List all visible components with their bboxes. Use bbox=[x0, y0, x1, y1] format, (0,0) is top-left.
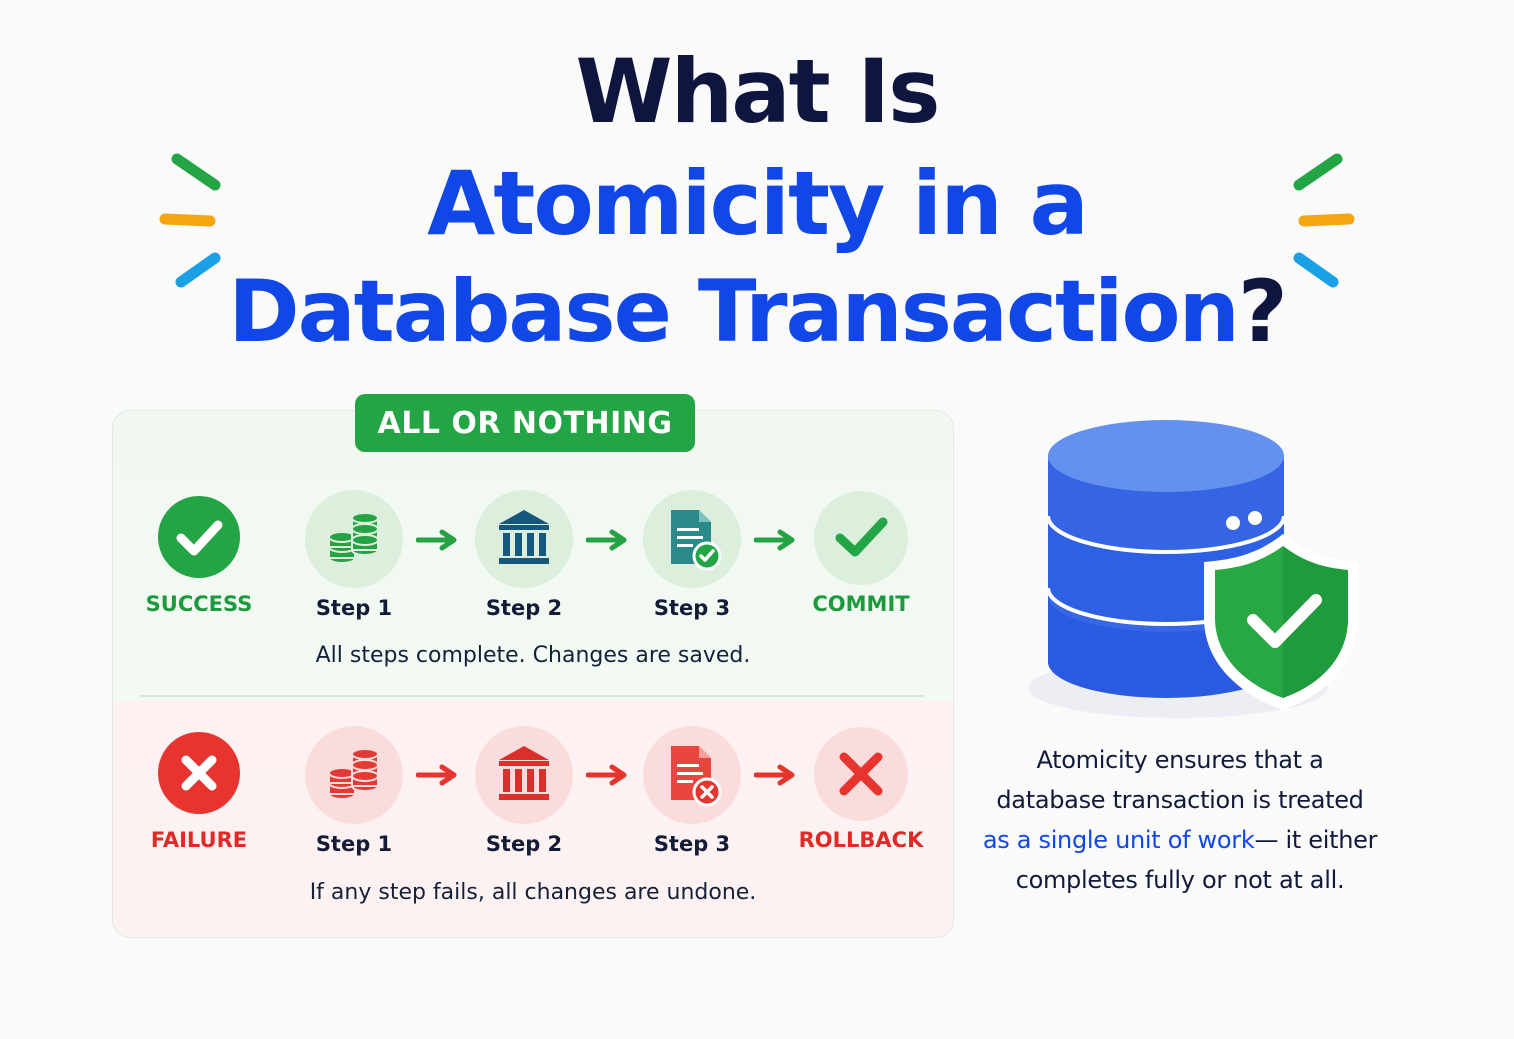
success-check-icon bbox=[158, 496, 240, 578]
all-or-nothing-badge: ALL OR NOTHING bbox=[355, 394, 695, 452]
rollback-label: ROLLBACK bbox=[798, 828, 924, 852]
description-part-1: Atomicity ensures that a database transa… bbox=[996, 746, 1364, 814]
title-question-mark: ? bbox=[1237, 262, 1288, 362]
failure-step2-label: Step 2 bbox=[485, 832, 563, 856]
database-shield-icon bbox=[1028, 420, 1358, 718]
success-arrow-2 bbox=[586, 529, 627, 551]
atomicity-description: Atomicity ensures that a database transa… bbox=[980, 740, 1380, 900]
failure-arrow-2 bbox=[586, 764, 627, 786]
success-step2-bank-icon bbox=[475, 490, 573, 588]
failure-step1-coins-icon bbox=[305, 726, 403, 824]
success-step3-label: Step 3 bbox=[653, 596, 731, 620]
success-arrow-3 bbox=[754, 529, 795, 551]
success-caption: All steps complete. Changes are saved. bbox=[315, 643, 751, 668]
title-line-1: What Is bbox=[575, 40, 941, 143]
success-step1-label: Step 1 bbox=[315, 596, 393, 620]
success-step3-document-icon bbox=[643, 490, 741, 588]
failure-label: FAILURE bbox=[150, 828, 248, 852]
success-label: SUCCESS bbox=[145, 592, 253, 616]
rollback-x-mark-icon bbox=[814, 727, 908, 821]
success-arrow-1 bbox=[416, 529, 457, 551]
failure-x-icon bbox=[158, 732, 240, 814]
failure-step2-bank-icon bbox=[475, 726, 573, 824]
description-highlight: as a single unit of work bbox=[982, 826, 1255, 854]
title-line-3-main: Database Transaction bbox=[228, 262, 1240, 362]
title-line-2: Atomicity in a bbox=[427, 152, 1089, 255]
commit-checkmark-icon bbox=[814, 491, 908, 585]
failure-step1-label: Step 1 bbox=[315, 832, 393, 856]
description-part-2: — it either completes fully or not at al… bbox=[1015, 826, 1378, 894]
commit-label: COMMIT bbox=[812, 592, 910, 616]
failure-step3-label: Step 3 bbox=[653, 832, 731, 856]
failure-caption: If any step fails, all changes are undon… bbox=[309, 880, 757, 905]
panel-divider bbox=[140, 695, 924, 697]
success-step1-coins-icon bbox=[305, 490, 403, 588]
title-line-3: Database Transaction? bbox=[0, 262, 1514, 362]
failure-arrow-1 bbox=[416, 764, 457, 786]
sparkle-left-icon bbox=[159, 153, 221, 288]
success-step2-label: Step 2 bbox=[485, 596, 563, 620]
failure-step3-document-icon bbox=[643, 726, 741, 824]
failure-arrow-3 bbox=[754, 764, 795, 786]
sparkle-right-icon bbox=[1293, 153, 1355, 288]
